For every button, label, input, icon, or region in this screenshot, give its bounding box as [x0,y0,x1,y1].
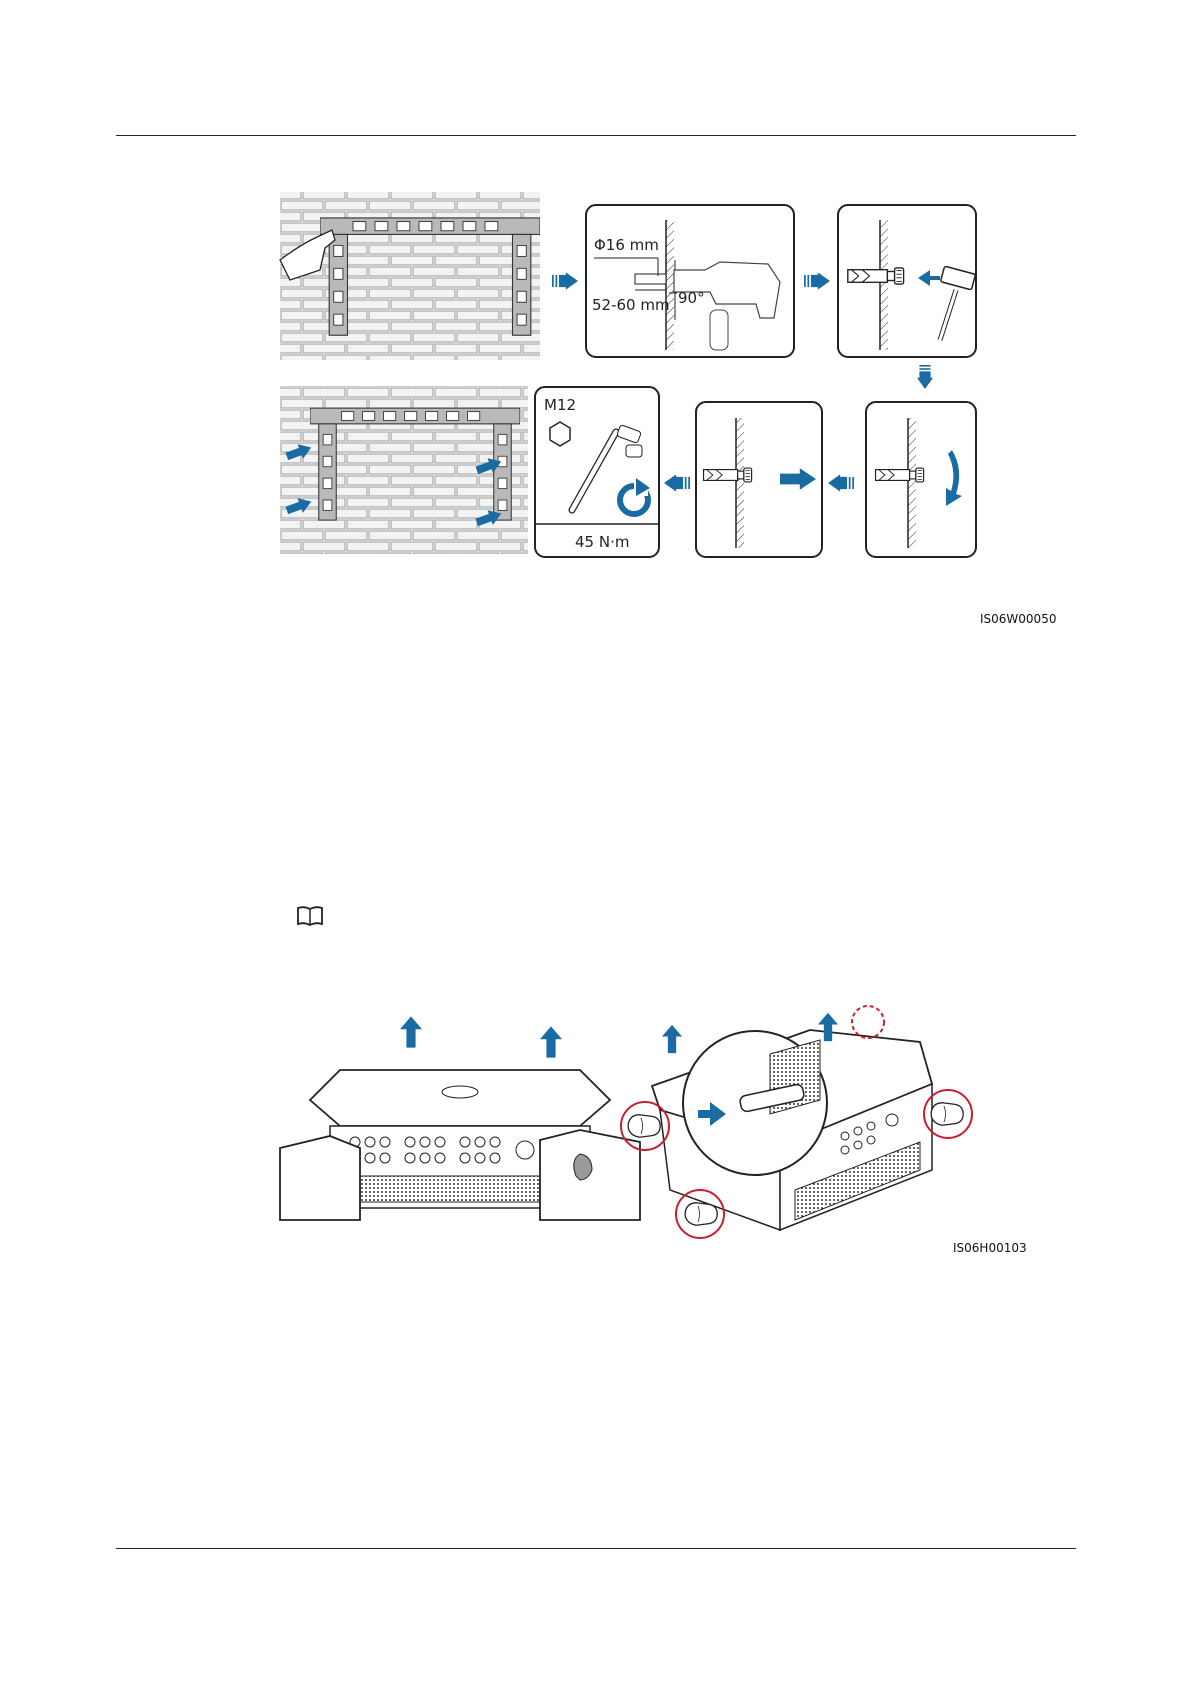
step-arrow-1 [552,272,578,289]
step-wrench-box: M12 45 N·m [535,387,659,557]
step-bracket-positioning [280,192,540,360]
step-hammer-box [838,205,976,357]
step-tighten-box [866,402,976,557]
step-drill-box: Φ16 mm 52-60 mm 90° [586,205,794,357]
torque-label: 45 N·m [575,533,629,551]
book-icon [296,905,324,927]
step-bracket-fixed [280,386,528,554]
step-arrow-3 [828,474,854,491]
drill-diameter-label: Φ16 mm [594,236,659,254]
step-arrow-2 [804,272,830,289]
inverter-with-handles [621,1006,972,1238]
figure-2-inverter-lifting [280,1030,1040,1250]
step-anchor-box [696,402,822,557]
figure-1-mounting-bracket-install: Φ16 mm 52-60 mm 90° [280,200,1060,630]
figure-1-code: IS06W00050 [980,612,1056,626]
step-arrow-4 [664,474,690,491]
drill-depth-label: 52-60 mm [592,296,670,314]
footer-rule [116,1548,1076,1549]
bolt-size-label: M12 [544,396,576,414]
figure-2-code: IS06H00103 [953,1241,1027,1255]
step-arrow-down [917,365,933,389]
drill-angle-label: 90° [678,289,705,307]
inverter-in-packaging [280,1016,640,1220]
header-rule [116,135,1076,136]
